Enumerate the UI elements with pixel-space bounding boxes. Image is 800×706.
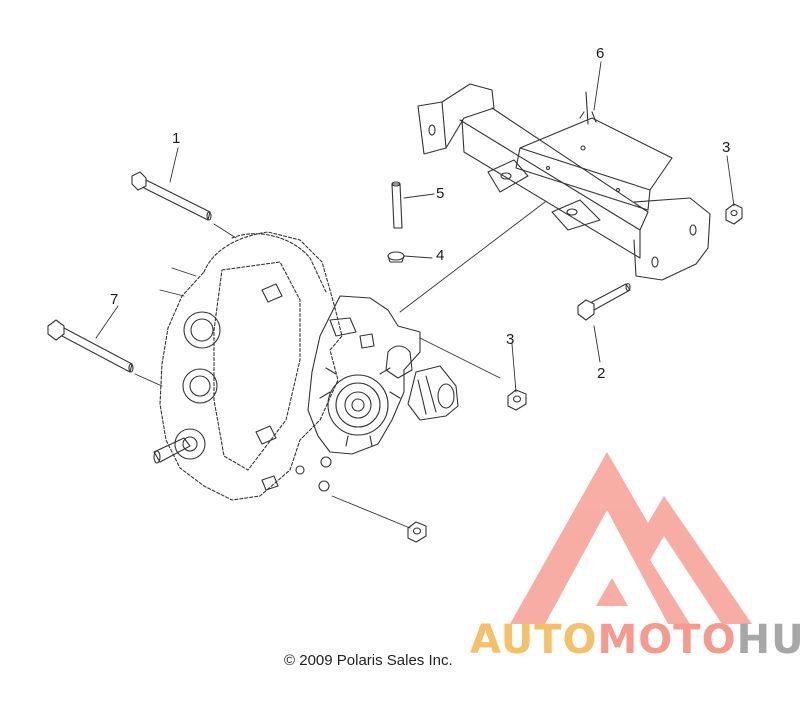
copyright-text: 2009 Polaris Sales Inc. (299, 652, 453, 669)
callout-3-right: 3 (722, 139, 731, 156)
copyright-notice: © 2009 Polaris Sales Inc. (284, 652, 453, 669)
copyright-icon: © (284, 652, 296, 669)
callout-5: 5 (436, 185, 445, 202)
watermark-auto: AUTO (470, 617, 598, 663)
callout-7: 7 (110, 291, 119, 308)
watermark-hub: HUB (736, 617, 800, 663)
watermark-moto: MOTO (597, 617, 737, 663)
clip-part-4 (387, 251, 405, 263)
leader-lines (95, 61, 735, 529)
automotohub-logo-icon (510, 452, 752, 624)
nut-part-3-right (725, 203, 743, 225)
nut-part-3-center (507, 389, 527, 411)
watermark-text: AUTOMOTOHUB (470, 620, 800, 660)
bolt-part-2 (577, 282, 631, 321)
callout-4: 4 (436, 247, 445, 264)
callout-2: 2 (597, 365, 606, 382)
long-bolt-part-7 (47, 319, 134, 373)
callout-6: 6 (596, 45, 605, 62)
long-bolt-part-1 (131, 171, 212, 221)
pin-part-5 (391, 181, 403, 229)
mounting-bracket-part-6 (417, 83, 711, 281)
callout-1: 1 (172, 130, 181, 147)
transmission-assembly (153, 231, 459, 501)
callout-3-center: 3 (506, 331, 515, 348)
nut-lower (407, 521, 427, 543)
